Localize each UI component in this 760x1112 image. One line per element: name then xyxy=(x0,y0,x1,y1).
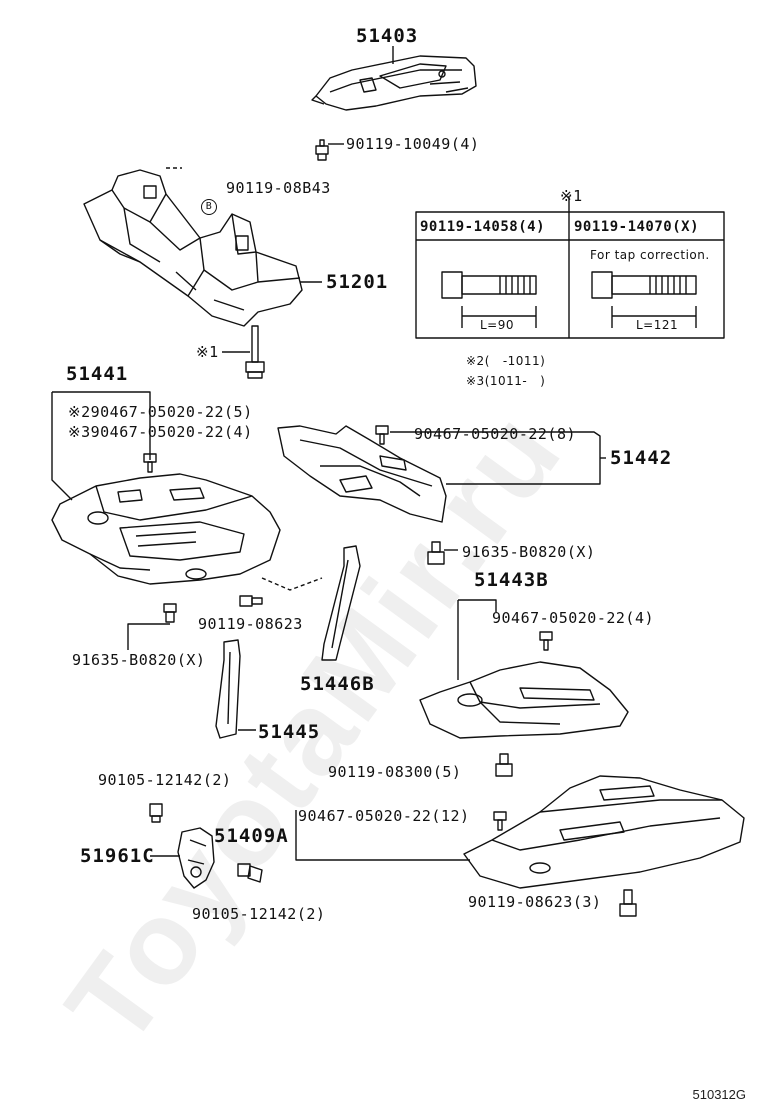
label-51961c: 51961C xyxy=(80,845,155,867)
table-col2-note: For tap correction. xyxy=(590,248,710,262)
label-51441: 51441 xyxy=(66,363,129,385)
part-51441-drawing xyxy=(51,473,281,585)
bolt-90105-bottom xyxy=(237,863,263,883)
label-90119-08b43: 90119-08B43 xyxy=(226,179,331,197)
part-51445-drawing xyxy=(215,639,241,739)
label-x3-90467: ※390467-05020-22(4) xyxy=(68,423,253,441)
bolt-91635-left xyxy=(163,603,177,623)
screw-51443b xyxy=(539,631,553,651)
label-90119-08b43-marker: B xyxy=(182,180,218,215)
label-90467-12: 90467-05020-22(12) xyxy=(298,807,470,825)
bolt-14058-drawing xyxy=(441,271,537,328)
label-90467-8: 90467-05020-22(8) xyxy=(414,425,577,443)
label-51445: 51445 xyxy=(258,721,321,743)
part-51403-drawing xyxy=(311,55,477,111)
note-2: ※2( -1011) xyxy=(466,354,546,368)
label-91635-right: 91635-B0820(X) xyxy=(462,543,596,561)
table-col1-length: L=90 xyxy=(480,318,515,332)
diagram-code: 510312G xyxy=(692,1087,747,1102)
label-91635-left: 91635-B0820(X) xyxy=(72,651,206,669)
label-51446b: 51446B xyxy=(300,673,375,695)
table-col2-length: L=121 xyxy=(636,318,679,332)
part-51201-drawing xyxy=(83,169,303,327)
part-51446b-drawing xyxy=(321,545,361,661)
bolt-14070-drawing xyxy=(591,271,697,328)
table-col1-header: 90119-14058(4) xyxy=(420,219,546,235)
marker-b-circle: B xyxy=(201,199,218,215)
note-3: ※3(1011- ) xyxy=(466,374,546,388)
label-note1: ※1 xyxy=(196,343,219,361)
bolt-90119-10049 xyxy=(315,139,329,161)
bolt-table-frame xyxy=(415,196,725,339)
label-90105-top: 90105-12142(2) xyxy=(98,771,232,789)
part-51961c-drawing xyxy=(177,827,215,889)
label-51201: 51201 xyxy=(326,271,389,293)
part-51443b-drawing xyxy=(419,661,629,739)
label-51442: 51442 xyxy=(610,447,673,469)
bolt-90119-08623 xyxy=(239,595,263,607)
bolt-90119-08623-3 xyxy=(619,889,637,917)
label-51403: 51403 xyxy=(356,25,419,47)
screw-51442 xyxy=(375,425,389,445)
table-col2-header: 90119-14070(X) xyxy=(574,219,700,235)
bolt-note1 xyxy=(245,325,265,379)
bolt-90119-08300 xyxy=(495,753,513,777)
label-90119-08623: 90119-08623 xyxy=(198,615,303,633)
bolt-91635-right xyxy=(427,541,445,565)
part-51409a-drawing xyxy=(463,775,745,889)
table-mark-note1: ※1 xyxy=(560,187,583,205)
label-90467-4: 90467-05020-22(4) xyxy=(492,609,655,627)
label-90119-10049: 90119-10049(4) xyxy=(346,135,480,153)
screw-51409a xyxy=(493,811,507,831)
label-90119-08300: 90119-08300(5) xyxy=(328,763,462,781)
screw-51441 xyxy=(143,453,157,473)
label-51409a: 51409A xyxy=(214,825,289,847)
label-90105-bottom: 90105-12142(2) xyxy=(192,905,326,923)
part-51442-drawing xyxy=(277,425,447,523)
label-51443b: 51443B xyxy=(474,569,549,591)
bolt-90105-top xyxy=(149,803,163,823)
label-x2-90467: ※290467-05020-22(5) xyxy=(68,403,253,421)
label-90119-08623-3: 90119-08623(3) xyxy=(468,893,602,911)
